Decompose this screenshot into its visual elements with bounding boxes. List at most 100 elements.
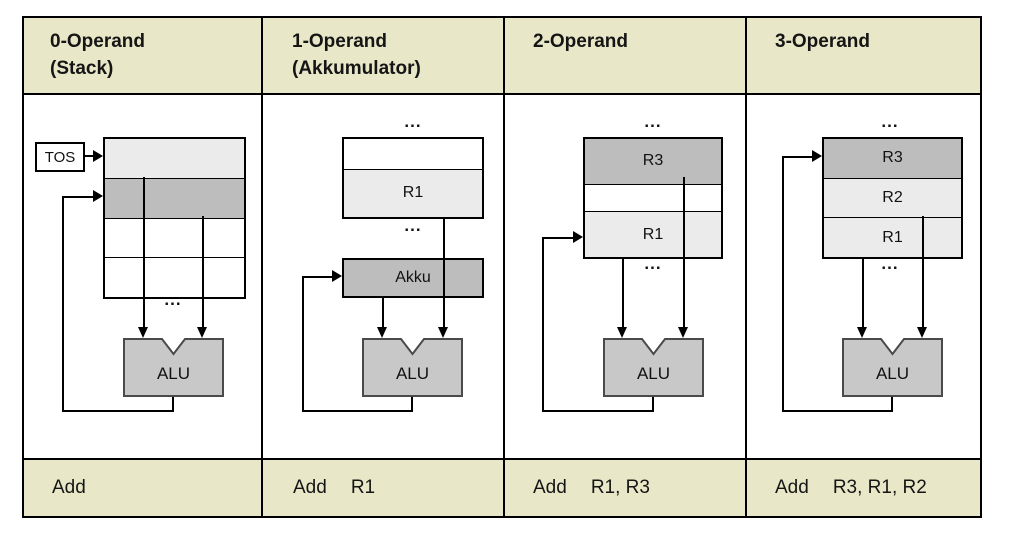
instruction-mnemonic: Add: [775, 477, 809, 498]
column-header-3-operand: 3-Operand: [775, 28, 870, 55]
operand-arrowhead-icon: [917, 327, 927, 338]
instruction-operands: R1, R3: [590, 477, 650, 498]
instruction-label-2-operand: Add R1, R3: [533, 477, 650, 499]
result-line: [172, 397, 174, 412]
instruction-mnemonic: Add: [293, 477, 327, 498]
cell-label: R1: [642, 225, 664, 243]
operand-line-left: [143, 177, 145, 327]
column-header-1-operand: 1-Operand (Akkumulator): [292, 28, 421, 82]
alu-box: ALU: [603, 338, 704, 397]
operand-line-left: [622, 258, 624, 327]
stack-cell-tos: [105, 139, 244, 179]
column-subtitle: (Stack): [50, 58, 114, 79]
result-feedback-line: [62, 196, 94, 198]
result-feedback-line: [62, 196, 64, 412]
feedback-arrowhead-icon: [332, 270, 342, 282]
register-cell-r3: R3: [824, 139, 961, 179]
feedback-arrowhead-icon: [93, 190, 103, 202]
result-feedback-line: [782, 156, 784, 412]
register-cell-r1: R1: [585, 212, 721, 257]
stack-cell: [105, 258, 244, 297]
akku-cell: Akku: [344, 260, 482, 296]
column-title: 2-Operand: [533, 31, 629, 52]
result-feedback-line: [302, 276, 304, 412]
result-feedback-line: [302, 276, 334, 278]
instruction-label-0-operand: Add: [52, 477, 110, 499]
tos-label: TOS: [44, 148, 76, 166]
instruction-mnemonic: Add: [533, 477, 567, 498]
register-cell-r1: R1: [344, 169, 482, 217]
stack-cell-second: [105, 178, 244, 219]
operand-arrowhead-icon: [197, 327, 207, 338]
cell-label: R2: [882, 188, 903, 206]
alu-box: ALU: [362, 338, 463, 397]
register-file: R3 R2 R1: [822, 137, 963, 259]
footer-band: [22, 458, 982, 518]
alu-shape: [362, 338, 463, 397]
register-cell-r3: R3: [585, 139, 721, 185]
cell-label: R3: [882, 149, 903, 167]
result-feedback-line: [542, 237, 544, 412]
result-feedback-line: [542, 237, 574, 239]
operand-arrowhead-icon: [617, 327, 627, 338]
operand-arrowhead-icon: [857, 327, 867, 338]
column-title: 0-Operand: [50, 31, 146, 52]
ellipsis-above-registers: ...: [404, 112, 422, 131]
cell-label: R1: [402, 184, 424, 202]
ellipsis-above-registers: ...: [644, 112, 662, 131]
ellipsis-below-registers: ...: [881, 254, 899, 273]
akku-label: Akku: [395, 269, 431, 286]
instruction-label-3-operand: Add R3, R1, R2: [775, 477, 927, 499]
instruction-operands: R1: [350, 477, 376, 498]
register-file: R1: [342, 137, 484, 219]
ellipsis-below-registers: ...: [404, 216, 422, 235]
alu-box: ALU: [842, 338, 943, 397]
alu-box: ALU: [123, 338, 224, 397]
tos-box: TOS: [35, 142, 85, 172]
instruction-mnemonic: Add: [52, 477, 86, 498]
column-header-0-operand: 0-Operand (Stack): [50, 28, 145, 82]
result-feedback-line: [542, 410, 654, 412]
operand-arrowhead-icon: [138, 327, 148, 338]
register-cell: [585, 184, 721, 213]
result-line: [891, 397, 893, 412]
feedback-arrowhead-icon: [573, 231, 583, 243]
result-feedback-line: [782, 410, 893, 412]
column-title: 3-Operand: [775, 31, 871, 52]
column-title: 1-Operand: [292, 31, 388, 52]
cell-label: R1: [882, 228, 903, 246]
operand-line-right: [202, 216, 204, 327]
ellipsis-below-registers: ...: [644, 254, 662, 273]
column-separator: [261, 16, 263, 518]
alu-shape: [842, 338, 943, 397]
register-cell: [344, 139, 482, 170]
result-line: [652, 397, 654, 412]
register-cell-r1: R1: [824, 218, 961, 257]
cell-label: R3: [642, 152, 664, 170]
operand-arrowhead-icon: [377, 327, 387, 338]
footer-separator: [22, 458, 982, 460]
alu-label: ALU: [875, 364, 910, 383]
column-header-2-operand: 2-Operand: [533, 28, 628, 55]
operand-line-right: [443, 218, 445, 327]
operand-arrowhead-icon: [678, 327, 688, 338]
column-separator: [503, 16, 505, 518]
alu-label: ALU: [395, 364, 430, 383]
column-separator: [745, 16, 747, 518]
header-band: [22, 16, 982, 95]
operand-line-right: [922, 216, 924, 327]
result-feedback-line: [62, 410, 174, 412]
operand-arrowhead-icon: [438, 327, 448, 338]
feedback-arrowhead-icon: [812, 150, 822, 162]
register-file: R3 R1: [583, 137, 723, 259]
ellipsis-above-registers: ...: [881, 112, 899, 131]
column-subtitle: (Akkumulator): [292, 58, 421, 79]
akku-box: Akku: [342, 258, 484, 298]
stack-cell: [105, 218, 244, 259]
alu-shape: [123, 338, 224, 397]
operand-line-left: [382, 297, 384, 327]
instruction-operands: R3, R1, R2: [832, 477, 927, 498]
register-cell-r2: R2: [824, 178, 961, 219]
alu-shape: [603, 338, 704, 397]
